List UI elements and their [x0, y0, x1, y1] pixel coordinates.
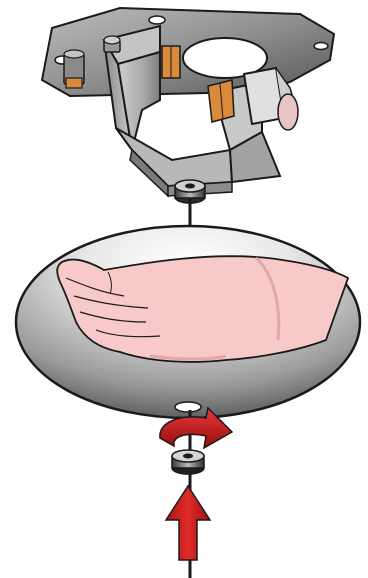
- up-arrow-icon: [166, 486, 210, 560]
- retaining-nut: [172, 450, 204, 474]
- bracket-bolt: [104, 36, 120, 52]
- mounting-plate: [42, 8, 334, 96]
- installer-hand: [57, 256, 348, 362]
- bracket-bolt: [64, 50, 84, 88]
